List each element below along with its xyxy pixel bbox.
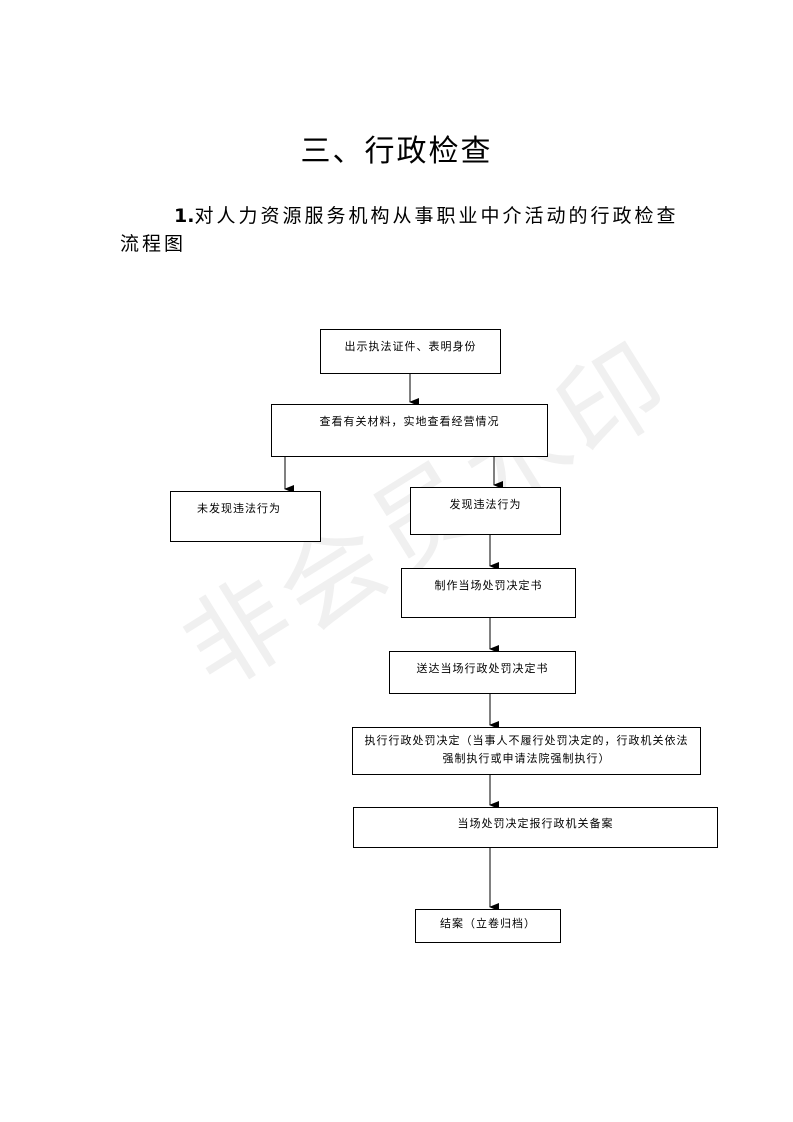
heading-number: 1. (174, 205, 195, 227)
step-close: 结案（立卷归档） (415, 909, 561, 943)
step-show-id: 出示执法证件、表明身份 (320, 329, 501, 374)
step-file-report: 当场处罚决定报行政机关备案 (353, 807, 718, 848)
step-inspect: 查看有关材料，实地查看经营情况 (271, 404, 548, 457)
step-deliver: 送达当场行政处罚决定书 (389, 651, 576, 694)
flowchart-heading: 1.对人力资源服务机构从事职业中介活动的行政检查流程图 (120, 202, 680, 258)
step-execute: 执行行政处罚决定（当事人不履行处罚决定的，行政机关依法强制执行或申请法院强制执行… (352, 727, 701, 775)
page-title: 三、行政检查 (300, 134, 493, 169)
heading-text: 对人力资源服务机构从事职业中介活动的行政检查流程图 (120, 205, 679, 255)
step-no-violation: 未发现违法行为 (170, 491, 321, 542)
step-make-decision: 制作当场处罚决定书 (401, 568, 576, 618)
step-violation: 发现违法行为 (410, 487, 561, 535)
